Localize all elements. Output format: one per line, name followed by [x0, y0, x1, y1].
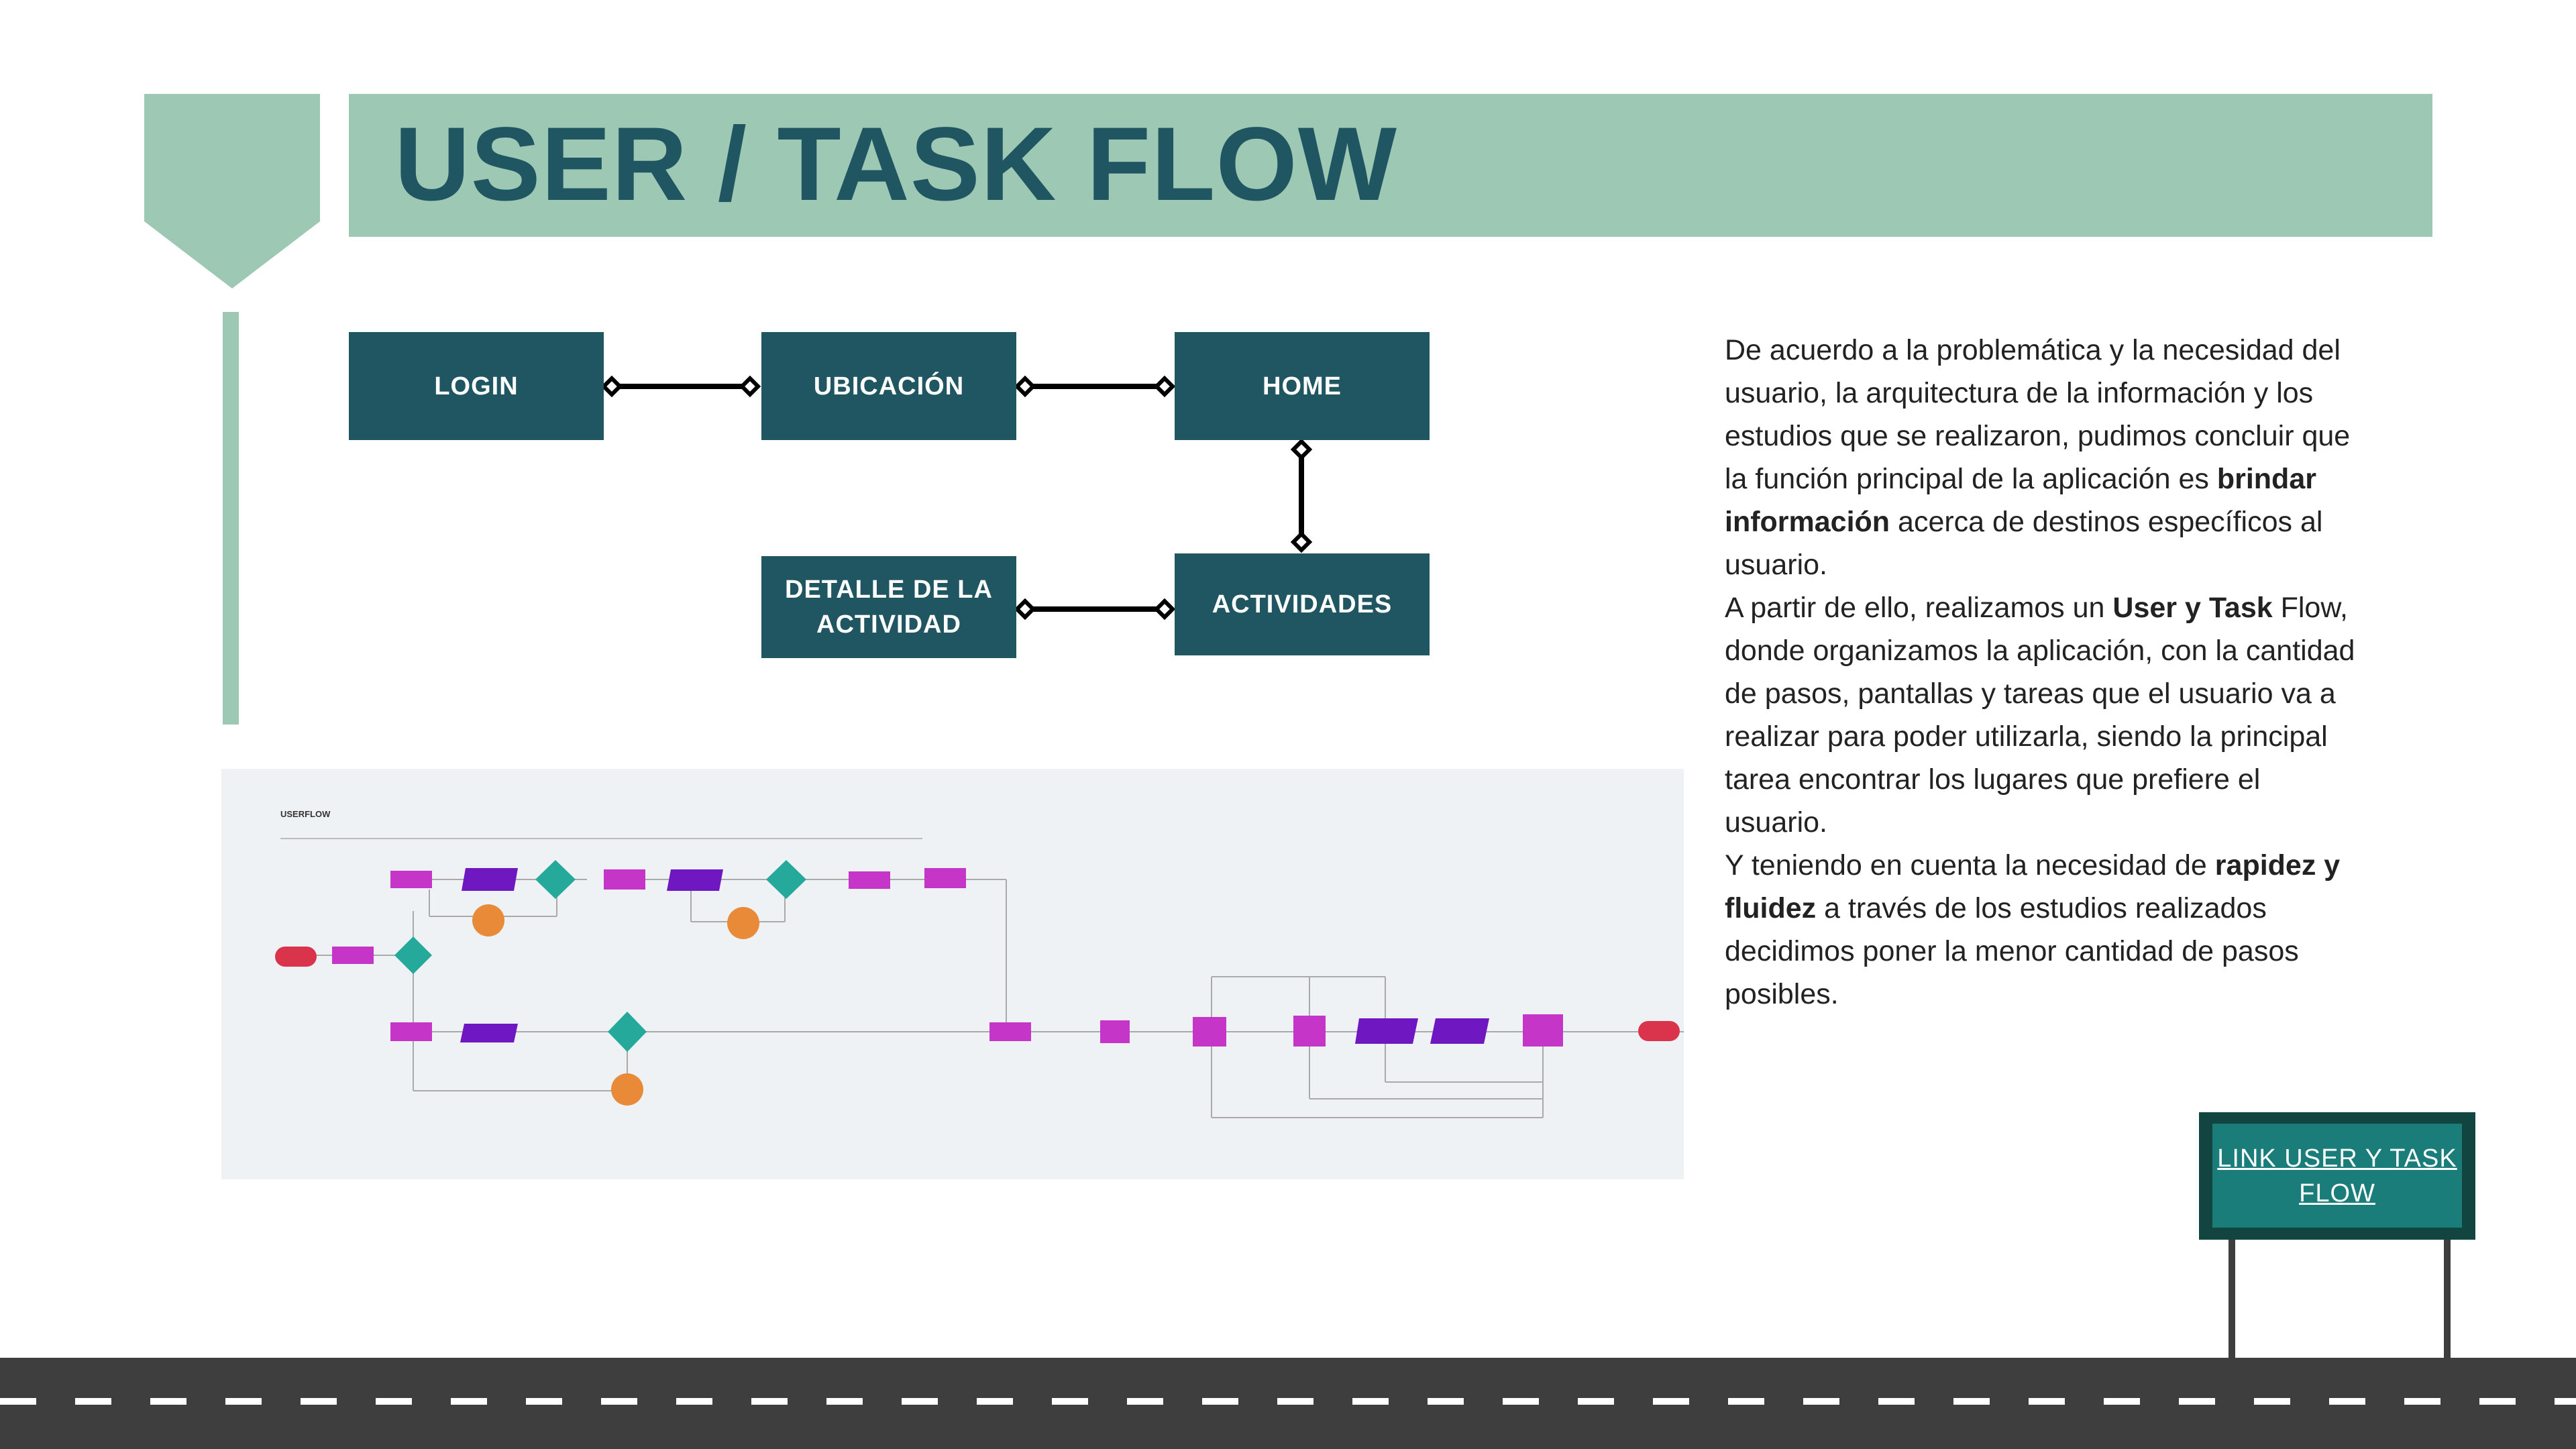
- description-p3-bold: rapidez y fluidez: [1725, 849, 2341, 924]
- description-p2-text: A partir de ello, realizamos un: [1725, 592, 2113, 624]
- description-p1-tail: acerca de destinos específicos al usuari…: [1725, 506, 2323, 581]
- link-sign-board: LINK USER Y TASK FLOW: [2199, 1112, 2475, 1240]
- userflow-diagram-image: USERFLOW: [221, 769, 1684, 1179]
- side-accent-bar: [223, 312, 239, 724]
- flow-node-login: LOGIN: [349, 332, 604, 440]
- description-p3-text: Y teniendo en cuenta la necesidad de: [1725, 849, 2215, 881]
- page-title: USER / TASK FLOW: [394, 106, 1398, 223]
- description-text: De acuerdo a la problemática y la necesi…: [1725, 329, 2362, 1016]
- link-user-task-flow-button[interactable]: LINK USER Y TASK FLOW: [2212, 1124, 2462, 1228]
- userflow-title: USERFLOW: [280, 809, 331, 819]
- title-banner: [349, 94, 2432, 237]
- road-center-line: [0, 1398, 2576, 1405]
- flow-node-actividades: ACTIVIDADES: [1175, 553, 1430, 655]
- side-marker-shape: [144, 94, 320, 288]
- flow-node-home: HOME: [1175, 332, 1430, 440]
- description-p2-bold: User y Task: [2112, 592, 2273, 624]
- description-p3-tail: a través de los estudios realizados deci…: [1725, 892, 2299, 1010]
- description-p1-text: De acuerdo a la problemática y la necesi…: [1725, 334, 2351, 495]
- sign-post-left: [2229, 1240, 2235, 1358]
- flow-node-detalle-actividad: DETALLE DE LA ACTIVIDAD: [761, 556, 1016, 658]
- description-p1-bold: brindar información: [1725, 463, 2316, 538]
- description-p2-tail: Flow, donde organizamos la aplicación, c…: [1725, 592, 2355, 839]
- sign-post-right: [2444, 1240, 2451, 1358]
- userflow-diagram: USERFLOW: [275, 809, 1684, 1118]
- flow-node-ubicacion: UBICACIÓN: [761, 332, 1016, 440]
